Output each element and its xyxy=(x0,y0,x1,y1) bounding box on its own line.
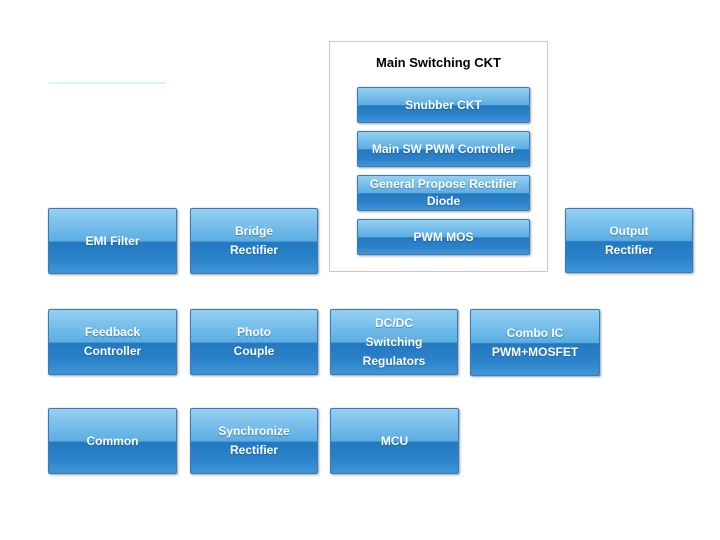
block-label: DC/DC xyxy=(375,315,413,330)
block-feedback-controller[interactable]: Feedback Controller xyxy=(48,309,177,375)
block-label: Diode xyxy=(426,194,461,208)
block-label: General Propose Rectifier xyxy=(369,177,518,191)
block-label: Rectifier xyxy=(229,243,279,257)
block-bridge-rectifier[interactable]: Bridge Rectifier xyxy=(190,208,318,274)
block-label: MCU xyxy=(380,433,409,448)
block-label: Couple xyxy=(233,344,275,358)
block-pwm-mos[interactable]: PWM MOS xyxy=(357,219,530,255)
block-label: Snubber CKT xyxy=(405,97,482,112)
block-label: Synchronize xyxy=(218,424,290,438)
block-label: Regulators xyxy=(362,353,426,368)
block-combo-ic-pwm-mosfet[interactable]: Combo IC PWM+MOSFET xyxy=(470,309,600,376)
block-general-propose-rectifier-diode[interactable]: General Propose Rectifier Diode xyxy=(357,175,530,211)
block-label: Output xyxy=(609,223,649,238)
block-label: Rectifier xyxy=(229,443,279,457)
block-main-sw-pwm-controller[interactable]: Main SW PWM Controller xyxy=(357,131,530,167)
block-emi-filter[interactable]: EMI Filter xyxy=(48,208,177,274)
block-label: PWM MOS xyxy=(413,229,474,244)
block-label: Controller xyxy=(83,344,142,358)
block-label: Main SW PWM Controller xyxy=(371,141,516,156)
block-label: Combo IC xyxy=(506,325,564,340)
block-output-rectifier[interactable]: Output Rectifier xyxy=(565,208,693,273)
block-snubber-ckt[interactable]: Snubber CKT xyxy=(357,87,530,123)
block-label: Rectifier xyxy=(604,242,654,257)
faded-block-artifact-line xyxy=(49,82,166,84)
block-label: Common xyxy=(86,433,139,448)
block-label: Bridge xyxy=(234,224,273,238)
block-label: Photo xyxy=(237,325,271,339)
main-switching-ckt-group: Main Switching CKT Snubber CKT Main SW P… xyxy=(329,41,548,272)
block-label: PWM+MOSFET xyxy=(491,344,579,359)
block-photo-couple[interactable]: Photo Couple xyxy=(190,309,318,375)
block-dcdc-switching-regulators[interactable]: DC/DC Switching Regulators xyxy=(330,309,458,375)
block-label: Switching xyxy=(365,334,423,349)
block-mcu[interactable]: MCU xyxy=(330,408,459,474)
block-label: Feedback xyxy=(84,325,141,339)
block-common[interactable]: Common xyxy=(48,408,177,474)
main-switching-ckt-title: Main Switching CKT xyxy=(376,55,501,70)
block-synchronize-rectifier[interactable]: Synchronize Rectifier xyxy=(190,408,318,474)
block-label: EMI Filter xyxy=(85,233,140,248)
